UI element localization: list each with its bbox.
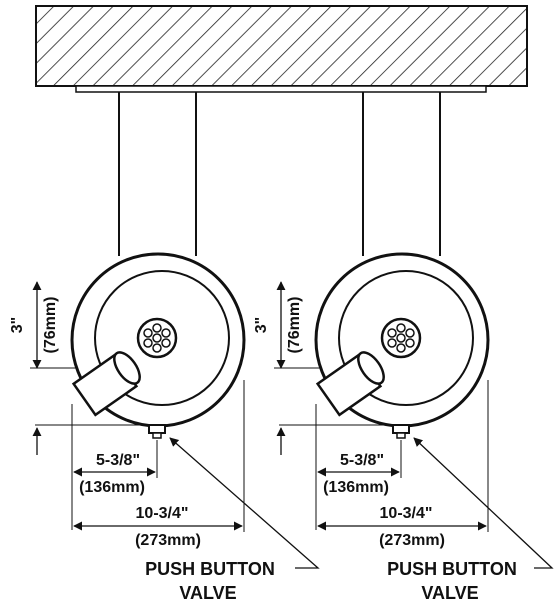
push-button-valve [148, 424, 166, 434]
spray-head [136, 317, 178, 359]
callout-line-2: VALVE [421, 583, 478, 603]
width-mm-label: (273mm) [379, 532, 445, 549]
height-in-label: 3" [9, 317, 26, 333]
width-in-label: 10-3/4" [380, 505, 433, 522]
ceiling-block [35, 5, 528, 87]
callout-line-1: PUSH BUTTON [387, 559, 517, 579]
height-mm-label: (76mm) [286, 297, 303, 354]
height-in-label: 3" [253, 317, 270, 333]
fixture-unit-1: 3" (76mm) 5-3/8" (136mm) 10-3/4" (273mm)… [9, 92, 320, 603]
push-button-cap [396, 432, 406, 439]
spray-head [380, 317, 422, 359]
callout-line-1: PUSH BUTTON [145, 559, 275, 579]
callout-leader [169, 437, 320, 569]
offset-mm-label: (136mm) [323, 479, 389, 496]
callout-line-2: VALVE [179, 583, 236, 603]
offset-in-label: 5-3/8" [340, 452, 384, 469]
fixture-unit-2: 3" (76mm) 5-3/8" (136mm) 10-3/4" (273mm)… [253, 92, 554, 603]
callout-leader [413, 437, 554, 569]
offset-mm-label: (136mm) [79, 479, 145, 496]
mounting-plate [75, 85, 487, 93]
width-in-label: 10-3/4" [136, 505, 189, 522]
push-button-valve [392, 424, 410, 434]
valve-body [315, 351, 385, 417]
valve-body [71, 351, 141, 417]
height-mm-label: (76mm) [42, 297, 59, 354]
offset-in-label: 5-3/8" [96, 452, 140, 469]
push-button-cap [152, 432, 162, 439]
width-mm-label: (273mm) [135, 532, 201, 549]
